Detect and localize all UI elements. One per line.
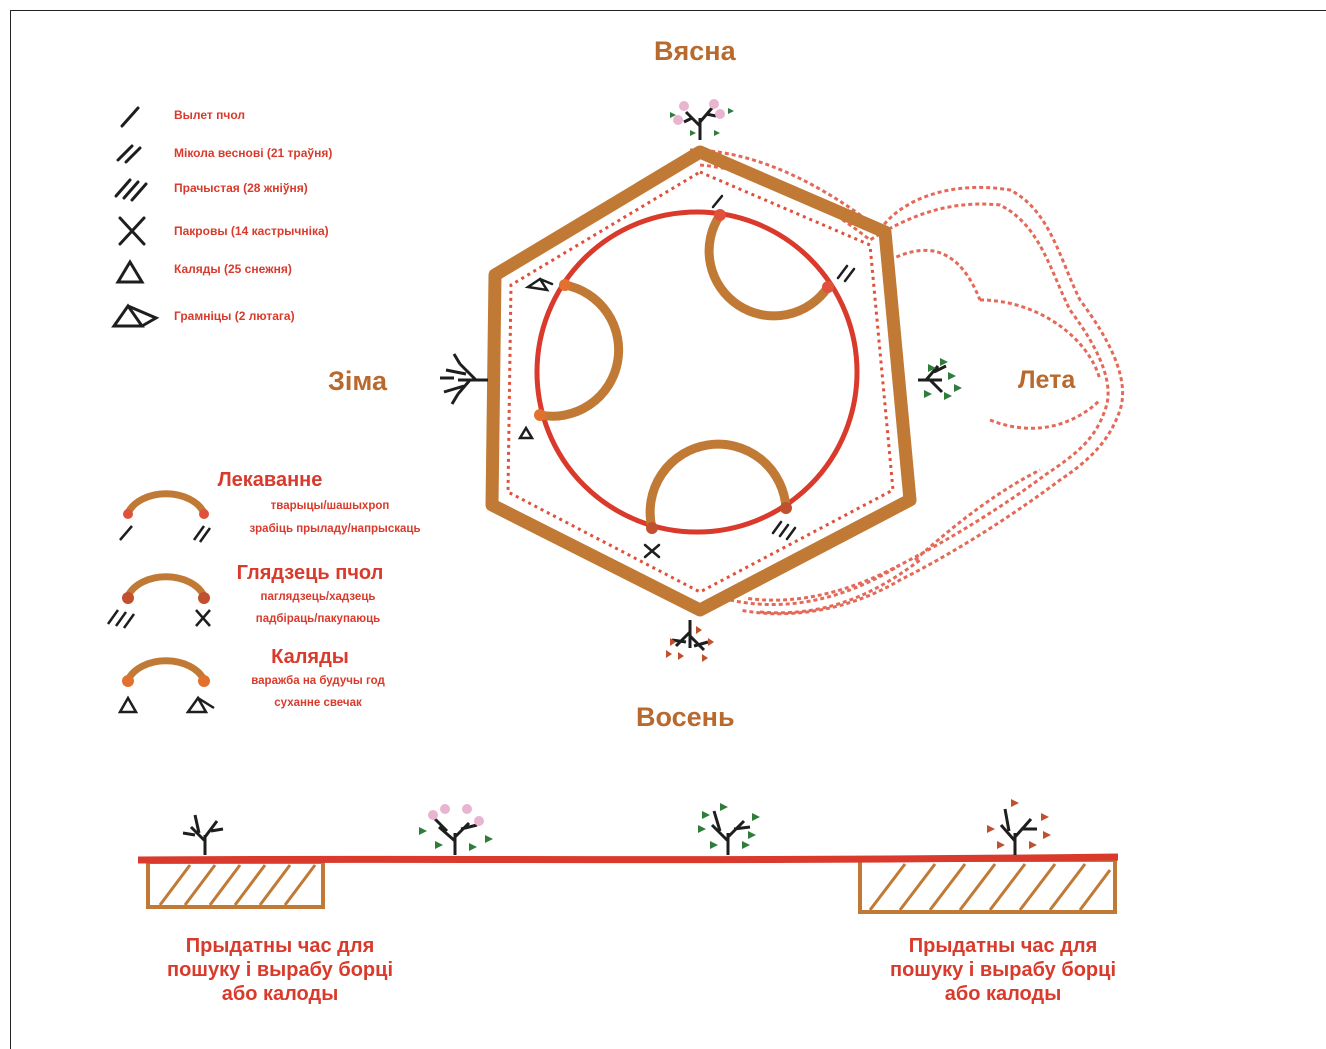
- caption-line: або калоды: [130, 982, 430, 1006]
- arc-legend-line: падбіраць/пакупаюць: [228, 613, 408, 625]
- arc-legend-graphics: [108, 494, 214, 712]
- timeline-tree-spring-icon: [419, 804, 493, 855]
- caption-line: або калоды: [853, 982, 1153, 1006]
- legend-item-label: Пакровы (14 кастрычніка): [174, 224, 329, 238]
- timeline-tree-autumn-icon: [987, 799, 1051, 855]
- caption-line: Прыдатны час для: [130, 934, 430, 958]
- year-circle: [537, 212, 857, 532]
- symbol-legend-icons: [114, 108, 156, 326]
- arc-legend-title: Каляды: [220, 646, 400, 669]
- timeline-tree-summer-icon: [698, 803, 760, 855]
- legend-item-label: Грамніцы (2 лютага): [174, 309, 295, 323]
- arc-legend-line: варажба на будучы год: [218, 675, 418, 687]
- legend-item-label: Каляды (25 снежня): [174, 262, 292, 276]
- year-hexagon: [492, 152, 910, 610]
- tree-summer-icon: [918, 358, 962, 400]
- legend-item-label: Прачыстая (28 жніўня): [174, 181, 308, 195]
- caption-line: пошуку і вырабу борці: [853, 958, 1153, 982]
- arc-legend-title: Лекаванне: [160, 469, 380, 492]
- arc-legend-line: зрабіць прыладу/напрыскаць: [210, 523, 460, 535]
- timeline-tree-winter-icon: [183, 815, 223, 855]
- season-spring-label: Вясна: [654, 36, 736, 67]
- tree-autumn-icon: [666, 620, 714, 662]
- tree-spring-icon: [670, 99, 734, 140]
- tree-winter-icon: [440, 354, 488, 404]
- caption-line: пошуку і вырабу борці: [130, 958, 430, 982]
- arc-legend-line: суханне свечак: [218, 697, 418, 709]
- legend-item-label: Мікола веснові (21 траўня): [174, 146, 332, 160]
- arc-legend-title: Глядзець пчол: [200, 562, 420, 585]
- bottom-caption-right: Прыдатны час для пошуку і вырабу борці а…: [853, 934, 1153, 1006]
- bottom-caption-left: Прыдатны час для пошуку і вырабу борці а…: [130, 934, 430, 1006]
- caption-line: Прыдатны час для: [853, 934, 1153, 958]
- circle-dots: [534, 209, 834, 534]
- arc-legend-line: тварыцы/шашыхроп: [240, 500, 420, 512]
- season-summer-label: Лета: [1018, 366, 1075, 395]
- arc-legend-line: паглядзець/хадзець: [228, 591, 408, 603]
- season-autumn-label: Восень: [636, 702, 735, 733]
- bottom-timeline: [138, 799, 1118, 912]
- season-winter-label: Зіма: [328, 366, 387, 397]
- legend-item-label: Вылет пчол: [174, 108, 245, 122]
